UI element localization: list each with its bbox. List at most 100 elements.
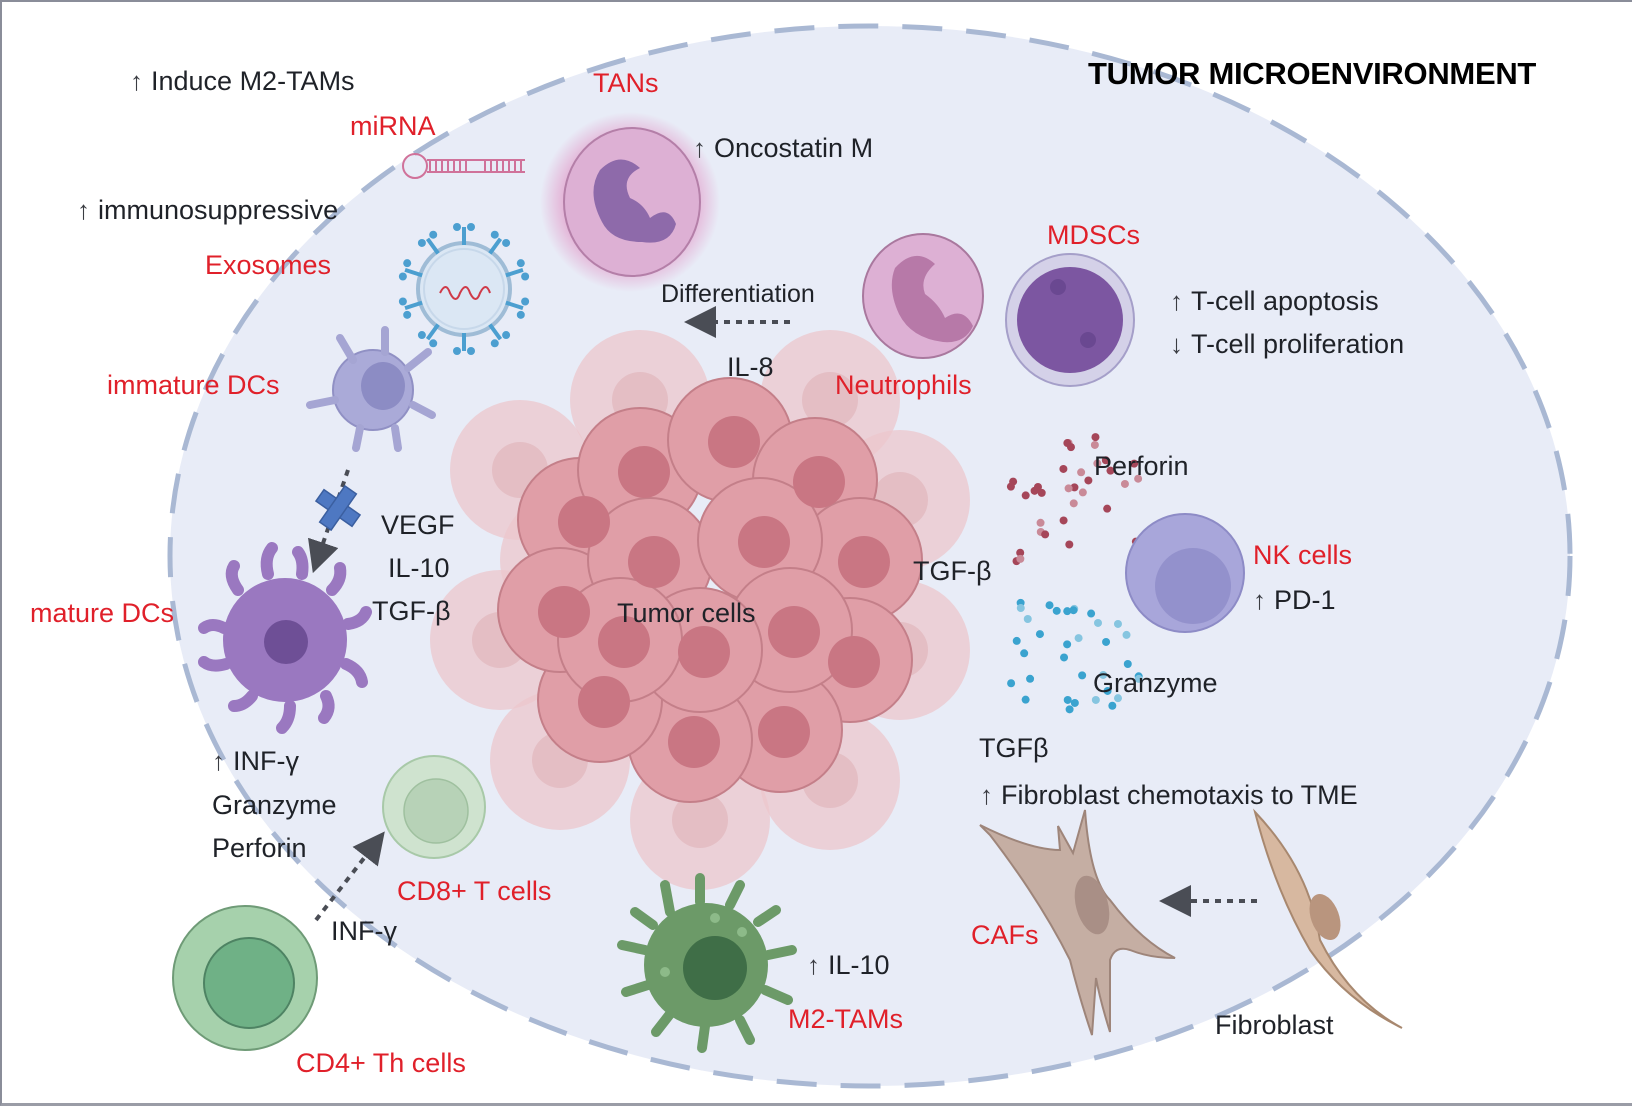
- perforin-dot: [1064, 484, 1073, 493]
- tumor-nucleus: [578, 676, 630, 728]
- perforin-dot: [1069, 499, 1078, 508]
- granzyme-dot: [1045, 601, 1054, 610]
- perforin-granules: [1006, 433, 1143, 566]
- exosome-spike: [505, 300, 524, 311]
- m2-tams-effect: ↑IL-10: [807, 950, 890, 980]
- perforin-dot: [1059, 464, 1068, 473]
- secreted-vegf: VEGF: [381, 510, 455, 540]
- exosome-spike: [425, 237, 440, 255]
- perforin-dot: [1134, 474, 1143, 483]
- tumor-nucleus: [758, 706, 810, 758]
- granzyme-dot: [1026, 674, 1035, 683]
- tumor-cluster: [430, 330, 970, 890]
- exosome-spike-tip: [502, 331, 511, 340]
- mdscs-effect-2: ↓T-cell proliferation: [1170, 329, 1405, 359]
- exosome-spike: [425, 323, 440, 341]
- cd8-label: CD8+ T cells: [397, 876, 552, 906]
- mdsc-cell: [1005, 253, 1135, 387]
- exosome-spike-tip: [467, 223, 475, 231]
- mature-dc-effect-2: Granzyme: [212, 790, 337, 820]
- perforin-dot: [1037, 488, 1046, 497]
- exosome-spike-tip: [403, 310, 412, 319]
- immature-dcs-label: immature DCs: [107, 370, 280, 400]
- granzyme-dot: [1102, 637, 1111, 646]
- granzyme-dot: [1007, 679, 1016, 688]
- secreted-il10: IL-10: [388, 553, 450, 583]
- tumor-cells-label: Tumor cells: [617, 598, 756, 628]
- tumor-nucleus: [538, 586, 590, 638]
- nk-cell: [1125, 513, 1245, 633]
- mature-dcs-label: mature DCs: [30, 598, 175, 628]
- granzyme-dot: [1069, 606, 1078, 615]
- mirna-hairpin: [402, 153, 525, 179]
- exosome-spike-tip: [521, 297, 530, 306]
- differentiation-label: Differentiation: [661, 280, 815, 308]
- perforin-dot: [1016, 548, 1025, 557]
- m2-tams-label: M2-TAMs: [788, 1004, 903, 1034]
- neutrophils-label: Neutrophils: [835, 370, 972, 400]
- perforin-dot: [1033, 482, 1042, 491]
- granzyme-dot: [1063, 607, 1072, 616]
- granzyme-dot: [1093, 618, 1102, 627]
- tumor-nucleus: [838, 536, 890, 588]
- tumor-nucleus: [828, 636, 880, 688]
- granzyme-dot: [1020, 649, 1029, 658]
- granzyme-dot: [1091, 695, 1100, 704]
- granzyme-dot: [1052, 606, 1061, 615]
- tumor-nucleus-faint: [802, 372, 858, 428]
- up-arrow-icon: ↑: [1170, 286, 1183, 316]
- exosome-spike-tip: [429, 230, 438, 239]
- tumor-nucleus: [738, 516, 790, 568]
- tumor-nucleus: [678, 626, 730, 678]
- nk-cells-label: NK cells: [1253, 540, 1353, 570]
- diagram-title: TUMOR MICROENVIRONMENT: [1088, 56, 1537, 91]
- granzyme-dot: [1035, 630, 1044, 639]
- perforin-dot: [1006, 482, 1015, 491]
- caf-signal: TGFβ: [979, 733, 1049, 763]
- granzyme-dot: [1023, 614, 1032, 623]
- granzyme-dot: [1021, 695, 1030, 704]
- perforin-dot: [1078, 488, 1087, 497]
- mirna-effect: ↑Induce M2-TAMs: [130, 66, 355, 96]
- exosome-spike-tip: [453, 347, 461, 355]
- perforin-dot: [1036, 518, 1045, 527]
- perforin-dot: [1120, 479, 1129, 488]
- perforin-dot: [1041, 530, 1050, 539]
- granzyme-dot: [1012, 636, 1021, 645]
- exosome-spike: [404, 300, 423, 311]
- tumor-nucleus: [558, 496, 610, 548]
- exosome-spike: [488, 237, 503, 255]
- tumor-to-nk-tgfb: TGF-β: [913, 556, 992, 586]
- mature-dc-effect-3: Perforin: [212, 833, 307, 863]
- exosome-spike-tip: [502, 238, 511, 247]
- granzyme-dot: [1108, 701, 1117, 710]
- perforin-dot: [1130, 459, 1139, 468]
- granzyme-dot: [1063, 695, 1072, 704]
- exosome-spike-tip: [453, 223, 461, 231]
- immature-dc-cell: [306, 326, 436, 452]
- tumor-nucleus: [628, 536, 680, 588]
- exosome-spike: [505, 267, 524, 278]
- secreted-tgfb: TGF-β: [372, 596, 451, 626]
- cafs-label: CAFs: [971, 920, 1039, 950]
- granzyme-dot: [1078, 671, 1087, 680]
- block-x-icon: [314, 484, 362, 532]
- exosome-spike-tip: [467, 347, 475, 355]
- perforin-dot: [1101, 456, 1110, 465]
- exosome-spike-tip: [417, 331, 426, 340]
- granzyme-dot: [1016, 604, 1025, 613]
- cd4-to-cd8-arrow: [314, 831, 385, 922]
- up-arrow-icon: ↑: [693, 133, 706, 163]
- perforin-dot: [1077, 468, 1086, 477]
- perforin-dot: [1059, 516, 1068, 525]
- tumor-nucleus: [708, 416, 760, 468]
- exosome-spike-tip: [403, 259, 412, 268]
- down-arrow-icon: ↓: [1170, 329, 1183, 359]
- caf-effect: ↑Fibroblast chemotaxis to TME: [980, 780, 1358, 810]
- exosome-spike-tip: [490, 339, 499, 348]
- granzyme-dot: [1122, 630, 1131, 639]
- perforin-dot: [1021, 491, 1030, 500]
- cd8-t-cell: [382, 755, 486, 859]
- perforin-dot: [1016, 554, 1025, 563]
